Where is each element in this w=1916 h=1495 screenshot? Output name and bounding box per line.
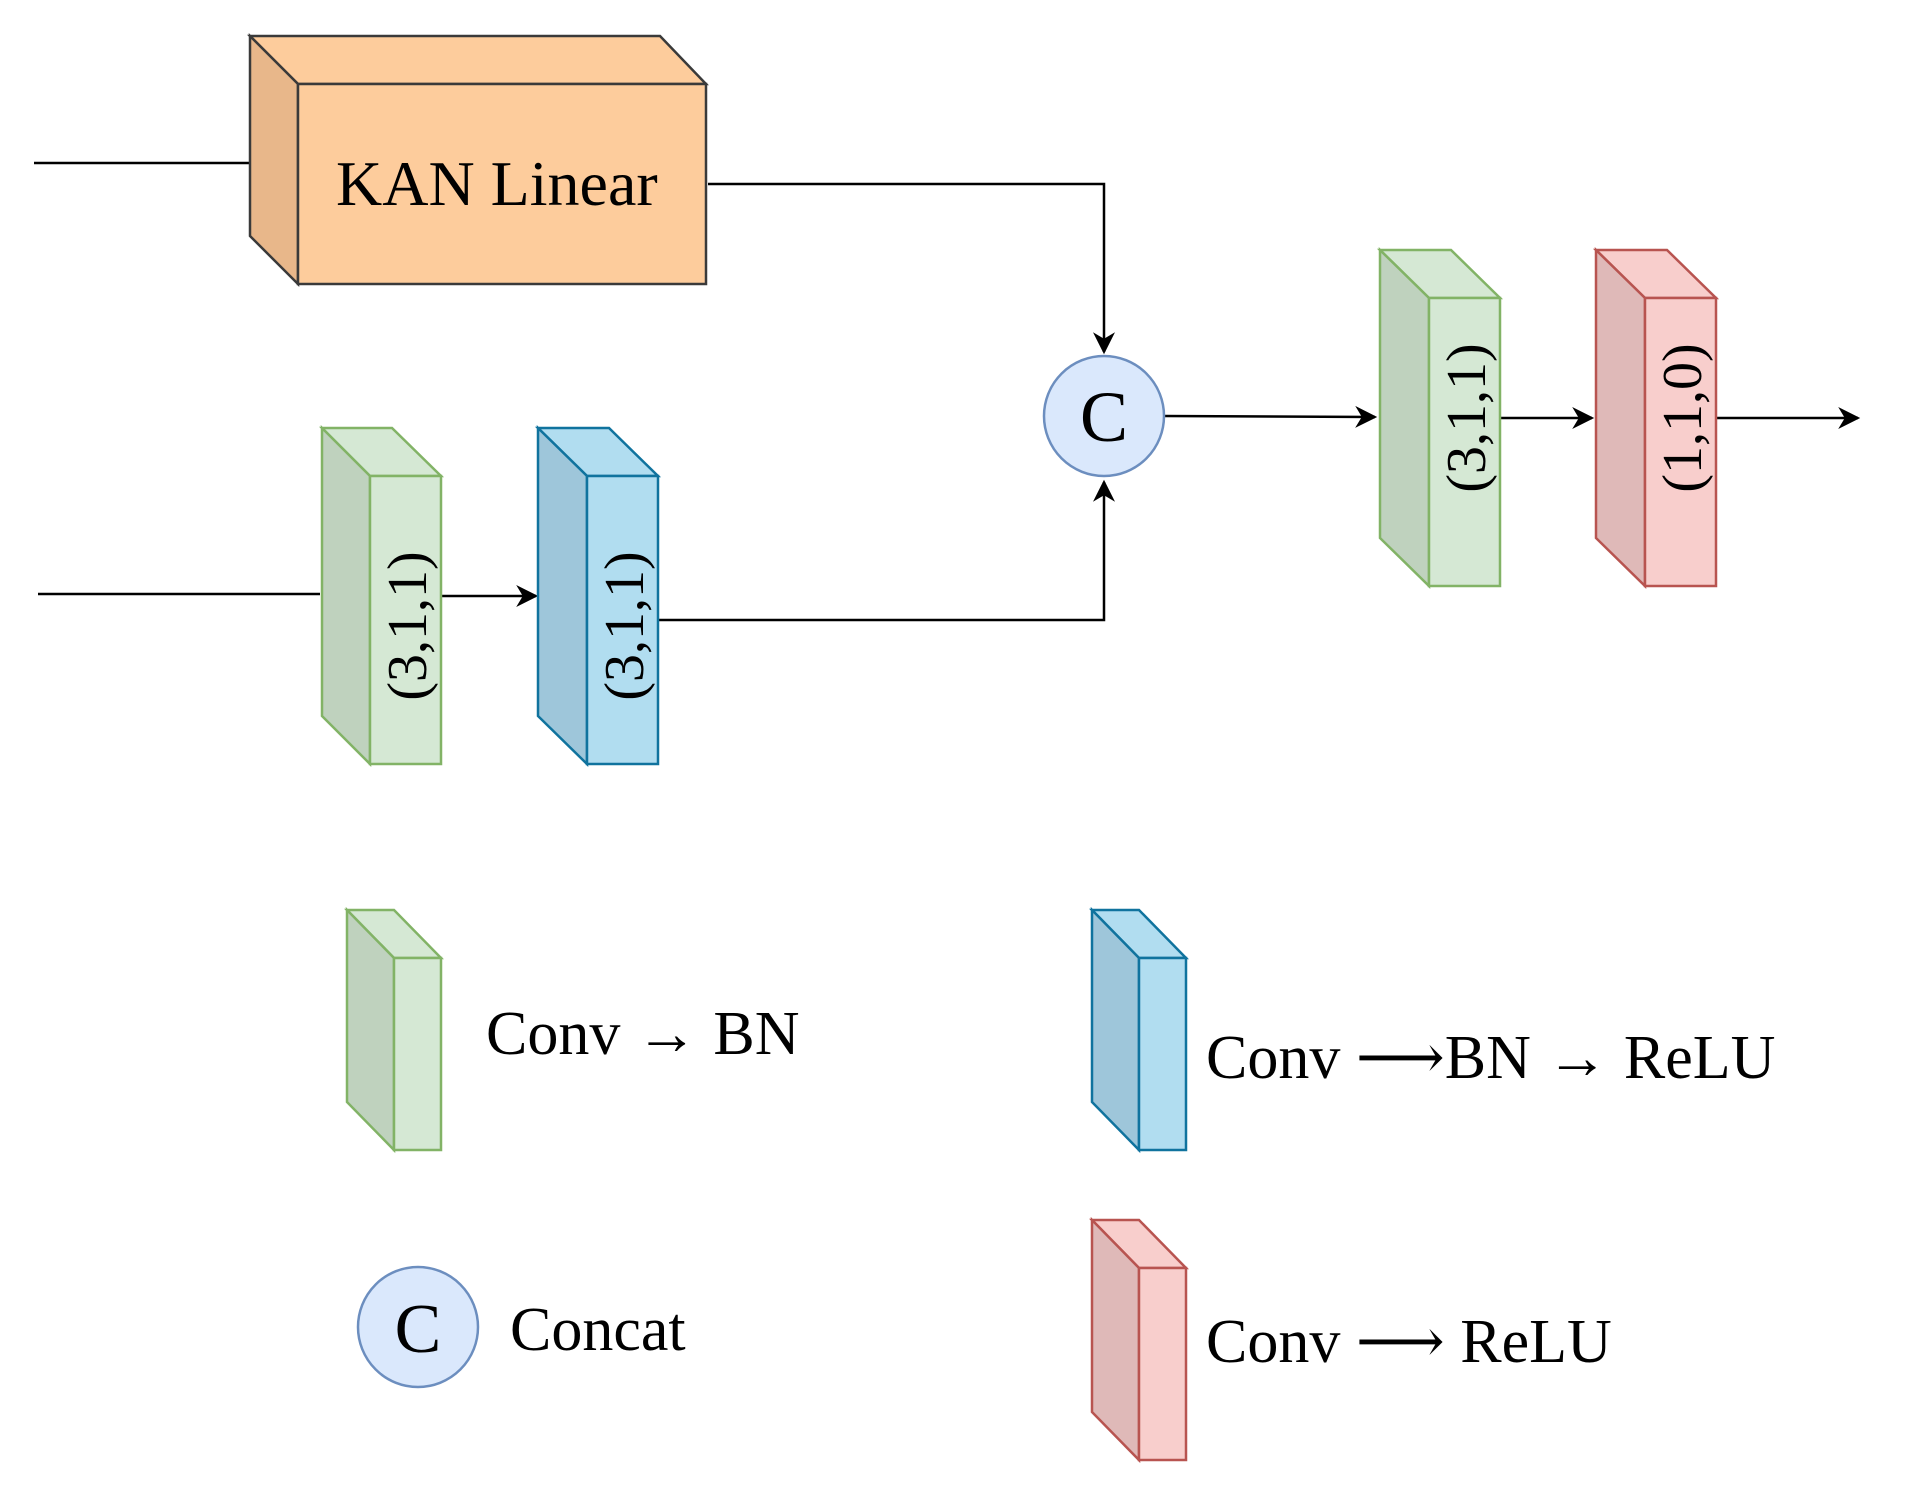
legend-conv-relu: Conv ⟶ ReLU: [1089, 1216, 1612, 1464]
conv-bn-relu-block-side: [536, 425, 589, 767]
conv-relu-block-side: [1594, 247, 1647, 589]
legend-blue-front: [1137, 956, 1188, 1152]
conv-relu-block-label: (1,1,0): [1652, 343, 1714, 492]
conv-bn-block-1: (3,1,1): [318, 424, 445, 768]
concat-node: C: [1042, 354, 1166, 478]
legend-conv-bn-relu-label: Conv ⟶BN → ReLU: [1206, 1024, 1775, 1092]
conv-bn-relu-block-front: [585, 474, 660, 766]
conv-bn-block-2-label: (3,1,1): [1436, 343, 1498, 492]
legend-concat-label: Concat: [510, 1296, 686, 1364]
conv-bn-relu-block: (3,1,1): [534, 425, 662, 767]
kan-linear-top-face: [246, 34, 709, 86]
legend-conv-bn: Conv → BN: [344, 906, 799, 1154]
legend-red-front: [1137, 1266, 1188, 1462]
conv-bn-relu-block-label: (3,1,1): [594, 551, 656, 700]
legend: Conv → BN Conv ⟶BN → ReLU C Concat Conv …: [344, 906, 1775, 1464]
legend-concat-symbol: C: [395, 1291, 442, 1368]
concat-symbol: C: [1080, 377, 1128, 457]
legend-conv-bn-label: Conv → BN: [486, 1000, 799, 1068]
legend-concat-circle: [356, 1265, 480, 1389]
legend-concat: C Concat: [356, 1265, 686, 1389]
conv-bn-block-2-side: [1378, 247, 1431, 589]
kan-linear-block: KAN Linear: [246, 32, 709, 288]
conv-relu-block-front: [1643, 296, 1718, 588]
kan-to-concat-arrow: [708, 182, 1115, 355]
legend-conv-bn-relu: Conv ⟶BN → ReLU: [1089, 906, 1775, 1154]
kan-linear-label: KAN Linear: [336, 148, 658, 219]
conv-relu-block: (1,1,0): [1592, 247, 1720, 589]
concat-to-conv3-arrow: [1163, 405, 1378, 428]
kan-linear-front-face: [296, 82, 708, 286]
legend-green-front: [392, 956, 443, 1152]
conv-bn-block-1-side: [320, 424, 372, 768]
conv-bn-block-2: (3,1,1): [1376, 247, 1504, 589]
concat-circle: [1042, 354, 1166, 478]
conv-bn-block-2-front: [1427, 296, 1502, 588]
conv-bn-block-1-front: [368, 474, 443, 766]
conv-bn-block-1-label: (3,1,1): [377, 551, 439, 700]
connectors: [34, 161, 1861, 622]
conv2-to-concat-arrow: [657, 479, 1115, 622]
legend-conv-relu-label: Conv ⟶ ReLU: [1206, 1308, 1612, 1376]
